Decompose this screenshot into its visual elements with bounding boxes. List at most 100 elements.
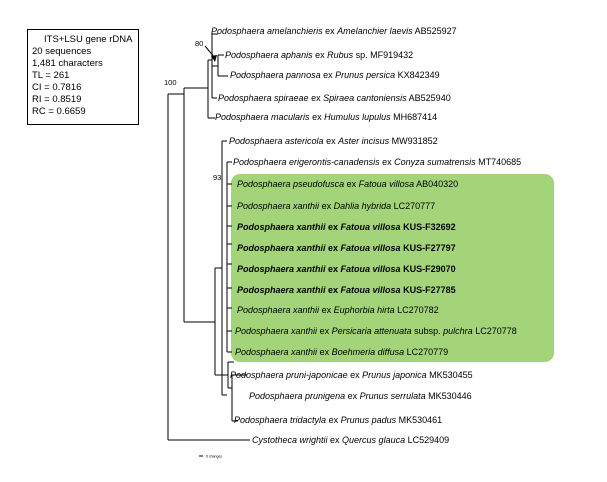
taxon-accession: LC270777 [391, 201, 435, 211]
taxon-accession: KX842349 [395, 70, 440, 80]
taxon-accession: AB525940 [407, 93, 451, 103]
taxon-name: Podosphaera xanthii [235, 347, 318, 357]
taxon-accession: MT740685 [476, 157, 522, 167]
taxon-label: Podosphaera xanthii ex Fatoua villosa KU… [237, 285, 456, 295]
taxon-label: Podosphaera xanthii ex Fatoua villosa KU… [237, 222, 456, 232]
taxon-name: Podosphaera erigerontis-canadensis [233, 157, 380, 167]
taxon-name: Podosphaera xanthii [237, 201, 320, 211]
taxon-name: Podosphaera prunigena [249, 391, 345, 401]
support-value-100: 100 [164, 78, 177, 87]
taxon-host: Dahlia hybrida [334, 201, 392, 211]
taxon-connector: ex [323, 26, 338, 36]
taxon-name: Podosphaera astericola [229, 136, 324, 146]
taxon-host: Prunus serrulata [360, 391, 426, 401]
taxon-label: Podosphaera xanthii ex Fatoua villosa KU… [237, 264, 456, 274]
taxon-label: Podosphaera pseudofusca ex Fatoua villos… [237, 179, 458, 189]
tree-statistics-box: ITS+LSU gene rDNA 20 sequences 1,481 cha… [27, 29, 139, 125]
taxon-host-suffix: sp. [353, 50, 368, 60]
stats-line-ri: RI = 0.8519 [32, 94, 82, 105]
taxon-connector: ex [326, 264, 341, 274]
taxon-label: Cystotheca wrightii ex Quercus glauca LC… [252, 435, 449, 445]
taxon-host: Fatoua villosa [341, 222, 401, 232]
taxon-name: Podosphaera pseudofusca [237, 179, 344, 189]
taxon-connector: ex [348, 370, 363, 380]
taxon-host: Spiraea cantoniensis [323, 93, 407, 103]
support-arrowhead [211, 55, 217, 62]
taxon-name: Podosphaera amelanchieris [211, 26, 323, 36]
taxon-label: Podosphaera aphanis ex Rubus sp. MF91943… [225, 50, 413, 60]
taxon-accession: KUS-F29070 [401, 264, 456, 274]
taxon-label: Podosphaera pruni-japonicae ex Prunus ja… [230, 370, 473, 380]
taxon-accession: MH687414 [391, 112, 438, 122]
scale-bar-label: 5 changes [206, 455, 222, 459]
taxon-host: Prunus padus [341, 415, 397, 425]
taxon-host: Amelanchier laevis [336, 26, 413, 36]
stats-line-characters: 1,481 characters [32, 58, 103, 69]
taxon-name: Podosphaera tridactyla [234, 415, 326, 425]
taxon-host: Persicaria attenuata [332, 326, 412, 336]
taxon-label: Podosphaera tridactyla ex Prunus padus M… [234, 415, 442, 425]
taxon-label: Podosphaera spiraeae ex Spiraea cantonie… [218, 93, 451, 103]
taxon-name: Podosphaera spiraeae [218, 93, 309, 103]
taxon-connector: ex [380, 157, 395, 167]
taxon-connector: ex [319, 201, 334, 211]
taxon-connector: ex [313, 50, 328, 60]
taxon-accession: AB525927 [413, 26, 457, 36]
support-value-93: 93 [213, 173, 221, 182]
taxon-name: Podosphaera xanthii [237, 243, 326, 253]
taxon-label: Podosphaera xanthii ex Dahlia hybrida LC… [237, 201, 435, 211]
taxon-connector: ex [326, 243, 341, 253]
taxon-accession: LC270782 [395, 305, 439, 315]
taxon-host: Rubus [327, 50, 354, 60]
taxon-host: Fatoua villosa [341, 264, 401, 274]
taxon-accession: MK530461 [396, 415, 442, 425]
stats-line-ci: CI = 0.7816 [32, 82, 82, 93]
taxon-connector: ex [317, 347, 332, 357]
taxon-connector: ex [317, 326, 332, 336]
taxon-host: Conyza sumatrensis [394, 157, 476, 167]
taxon-connector: ex [321, 70, 336, 80]
taxon-connector: ex [326, 415, 341, 425]
taxon-connector: ex [345, 391, 360, 401]
taxon-host: Prunus persica [335, 70, 395, 80]
taxon-accession: MF919432 [368, 50, 414, 60]
taxon-accession: KUS-F27785 [401, 285, 456, 295]
taxon-name: Podosphaera xanthii [237, 222, 326, 232]
taxon-accession: LC270778 [473, 326, 517, 336]
taxon-name: Podosphaera xanthii [235, 326, 318, 336]
taxon-label: Podosphaera astericola ex Aster incisus … [229, 136, 438, 146]
taxon-label: Podosphaera xanthii ex Fatoua villosa KU… [237, 243, 456, 253]
highlight-clade-box [231, 174, 554, 362]
taxon-label: Podosphaera xanthii ex Boehmeria diffusa… [235, 347, 448, 357]
taxon-host: Fatoua villosa [341, 243, 401, 253]
taxon-host: Aster incisus [337, 136, 390, 146]
taxon-label: Podosphaera pannosa ex Prunus persica KX… [230, 70, 440, 80]
taxon-label: Podosphaera prunigena ex Prunus serrulat… [249, 391, 472, 401]
taxon-accession: LC270779 [404, 347, 448, 357]
taxon-accession: AB040320 [414, 179, 458, 189]
taxon-labels: Podosphaera amelanchieris ex Amelanchier… [211, 26, 521, 445]
taxon-accession: MK530455 [427, 370, 473, 380]
taxon-connector: ex [328, 435, 343, 445]
taxon-host-suffix: subsp. [412, 326, 441, 336]
taxon-connector: ex [309, 93, 324, 103]
taxon-host: Boehmeria diffusa [332, 347, 405, 357]
taxon-label: Podosphaera xanthii ex Persicaria attenu… [235, 326, 517, 336]
taxon-name: Podosphaera pannosa [230, 70, 321, 80]
taxon-host: Fatoua villosa [359, 179, 415, 189]
taxon-name: Podosphaera xanthii [237, 264, 326, 274]
taxon-label: Podosphaera erigerontis-canadensis ex Co… [233, 157, 521, 167]
taxon-host: Humulus lupulus [324, 112, 391, 122]
tree-branches [167, 33, 250, 441]
taxon-host: Quercus glauca [342, 435, 405, 445]
taxon-accession: KUS-F32692 [401, 222, 456, 232]
taxon-name: Podosphaera pruni-japonicae [230, 370, 348, 380]
taxon-connector: ex [319, 305, 334, 315]
taxon-name: Podosphaera aphanis [225, 50, 313, 60]
taxon-connector: ex [324, 136, 339, 146]
taxon-label: Podosphaera xanthii ex Euphorbia hirta L… [237, 305, 439, 315]
taxon-name: Cystotheca wrightii [252, 435, 329, 445]
taxon-connector: ex [326, 285, 341, 295]
taxon-accession: MK530446 [426, 391, 472, 401]
taxon-label: Podosphaera amelanchieris ex Amelanchier… [211, 26, 457, 36]
